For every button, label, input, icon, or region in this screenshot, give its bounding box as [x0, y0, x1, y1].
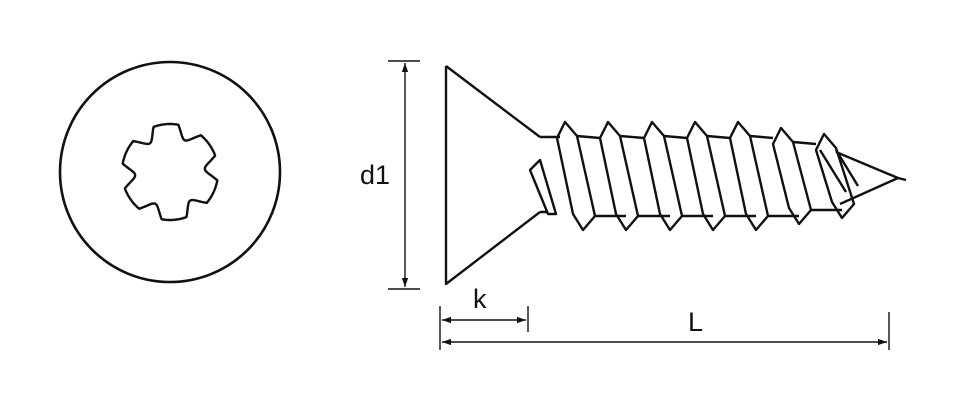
torx-recess-icon — [121, 122, 219, 222]
thread-root — [576, 134, 626, 218]
tip-inner-lines — [818, 149, 860, 193]
L-label: L — [688, 307, 703, 337]
dimension-lines — [388, 60, 890, 350]
d1-label: d1 — [360, 160, 390, 190]
head-outer-circle — [58, 60, 282, 284]
thread-root — [706, 134, 756, 218]
thread-root — [663, 134, 713, 218]
countersunk-head — [444, 65, 541, 286]
thread-start — [528, 158, 558, 216]
thread-root — [619, 134, 670, 218]
thread-crest — [814, 132, 856, 220]
screw-head-top-view — [58, 60, 282, 284]
thread-flights — [555, 120, 856, 232]
screw-side-view — [444, 65, 907, 286]
k-label: k — [473, 284, 487, 314]
screw-tip — [835, 150, 907, 206]
